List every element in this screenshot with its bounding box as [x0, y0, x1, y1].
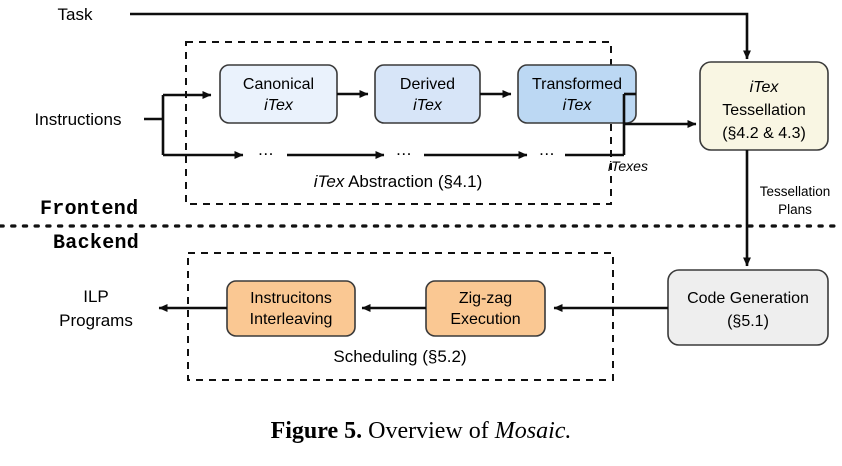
node-itex-tessellation-box[interactable] — [699, 61, 829, 151]
node-transformed-itex[interactable]: Transformed iTex — [517, 64, 637, 124]
itex-abstraction-label-italic: iTex — [314, 172, 345, 191]
figure-caption: Figure 5. Overview of Mosaic. — [0, 418, 842, 445]
node-canonical-itex-line1: Canonical — [243, 76, 314, 93]
node-code-generation[interactable]: Code Generation (§5.1) — [667, 269, 829, 346]
node-derived-itex-box[interactable] — [374, 64, 481, 124]
task-flow-path — [130, 12, 751, 60]
figure-caption-text: Overview of — [368, 418, 489, 444]
task-input-label: Task — [58, 5, 93, 24]
itexes-merge-label: iTexes — [608, 158, 648, 174]
frontend-stage-label: Frontend — [40, 198, 138, 221]
node-canonical-itex-box[interactable] — [219, 64, 338, 124]
scheduling-region — [187, 252, 614, 381]
ilp-programs-label-line1: ILP — [83, 287, 109, 306]
node-code-generation-line2: (§5.1) — [727, 313, 769, 330]
node-code-generation-box[interactable] — [667, 269, 829, 346]
node-instructions-interleaving[interactable]: Instrucitons Interleaving — [226, 280, 356, 337]
figure-caption-subject: Mosaic. — [494, 418, 572, 444]
node-canonical-itex[interactable]: Canonical iTex — [219, 64, 338, 124]
node-itex-tessellation-line1: iTex — [750, 79, 780, 96]
node-code-generation-line1: Code Generation — [687, 290, 809, 307]
scheduling-region-label: Scheduling (§5.2) — [333, 347, 466, 366]
node-itex-tessellation[interactable]: iTex Tessellation (§4.2 & 4.3) — [699, 61, 829, 151]
node-derived-itex-line1: Derived — [400, 76, 455, 93]
node-itex-tessellation-line3: (§4.2 & 4.3) — [722, 125, 806, 142]
itex-abstraction-region — [185, 41, 612, 205]
node-zigzag-execution-line1: Zig-zag — [459, 290, 512, 307]
itexes-merge-path — [565, 92, 697, 157]
tessellation-plans-label-line1: Tessellation — [760, 184, 831, 199]
ellipsis-row-3: ... — [539, 140, 555, 159]
figure-caption-prefix: Figure 5. — [270, 418, 363, 444]
node-transformed-itex-line1: Transformed — [532, 76, 622, 93]
node-transformed-itex-box[interactable] — [517, 64, 637, 124]
ellipsis-row-2: ... — [396, 140, 412, 159]
node-derived-itex[interactable]: Derived iTex — [374, 64, 481, 124]
node-zigzag-execution-line2: Execution — [450, 311, 520, 328]
ellipsis-row-1: ... — [258, 140, 274, 159]
backend-stage-label: Backend — [53, 232, 139, 255]
node-zigzag-execution[interactable]: Zig-zag Execution — [425, 280, 546, 337]
node-derived-itex-line2: iTex — [413, 97, 443, 114]
node-canonical-itex-line2: iTex — [264, 97, 294, 114]
node-itex-tessellation-line2: Tessellation — [722, 102, 806, 119]
instructions-input-label: Instructions — [35, 110, 122, 129]
ilp-programs-label-line2: Programs — [59, 311, 133, 330]
node-instructions-interleaving-line1: Instrucitons — [250, 290, 332, 307]
node-instructions-interleaving-line2: Interleaving — [250, 311, 333, 328]
itex-abstraction-region-label: iTex Abstraction (§4.1) — [314, 172, 483, 191]
tessellation-plans-label-line2: Plans — [778, 202, 812, 217]
itex-abstraction-label-rest: Abstraction (§4.1) — [344, 172, 482, 191]
node-transformed-itex-line2: iTex — [563, 97, 593, 114]
